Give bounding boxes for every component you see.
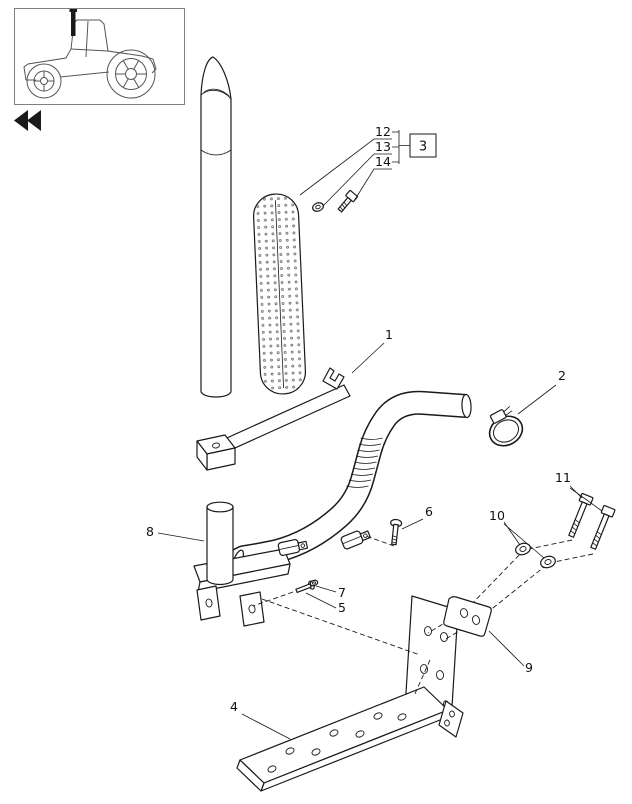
callout-12: 12 bbox=[375, 124, 391, 139]
bolt-item-14 bbox=[337, 189, 358, 213]
base-plate-holes bbox=[267, 712, 407, 773]
flex-bellows bbox=[346, 437, 383, 488]
callout-13: 13 bbox=[375, 139, 391, 154]
callout-10: 10 bbox=[489, 508, 505, 523]
callout-5: 5 bbox=[338, 600, 346, 615]
callout-2: 2 bbox=[558, 368, 566, 383]
callout-4: 4 bbox=[230, 699, 238, 714]
callouts: 1 2 4 5 6 7 8 9 10 11 bbox=[146, 327, 603, 740]
muffler-silencer bbox=[200, 56, 232, 398]
bolts-item-11 bbox=[568, 492, 616, 550]
double-chevron-icon bbox=[14, 110, 41, 131]
callout-9: 9 bbox=[525, 660, 533, 675]
model-thumbnail bbox=[14, 8, 185, 105]
support-plate-item-4 bbox=[236, 595, 464, 792]
support-pipe-item-8 bbox=[206, 501, 234, 586]
callout-7: 7 bbox=[338, 585, 346, 600]
heat-shield bbox=[252, 193, 307, 395]
bolt-item-6 bbox=[390, 518, 403, 546]
callout-1: 1 bbox=[385, 327, 393, 342]
ref-box-3-label: 3 bbox=[419, 140, 427, 155]
callout-group-12-13-14: 12 13 14 3 bbox=[299, 124, 437, 207]
callout-6: 6 bbox=[425, 504, 433, 519]
thumbnail-border bbox=[14, 8, 185, 105]
tractor-side-view-icon bbox=[23, 19, 157, 99]
callout-14: 14 bbox=[375, 154, 391, 169]
ref-box-3 bbox=[409, 133, 437, 158]
muffler-support-bracket bbox=[196, 367, 351, 471]
washers-item-10 bbox=[515, 542, 556, 569]
washer-item-7 bbox=[309, 579, 319, 587]
callout-8: 8 bbox=[146, 524, 154, 539]
hose-clamp-item-2 bbox=[488, 406, 524, 447]
tractor-muffler-stack bbox=[71, 10, 76, 36]
callout-11: 11 bbox=[555, 470, 571, 485]
pipe-clamp-a bbox=[277, 539, 309, 556]
washer-item-13 bbox=[312, 202, 324, 212]
spacer-plate-item-9 bbox=[443, 596, 492, 637]
pipe-open-end bbox=[461, 393, 472, 419]
pipe-clamp-b bbox=[340, 530, 371, 550]
pipe-fork-end bbox=[322, 367, 345, 390]
